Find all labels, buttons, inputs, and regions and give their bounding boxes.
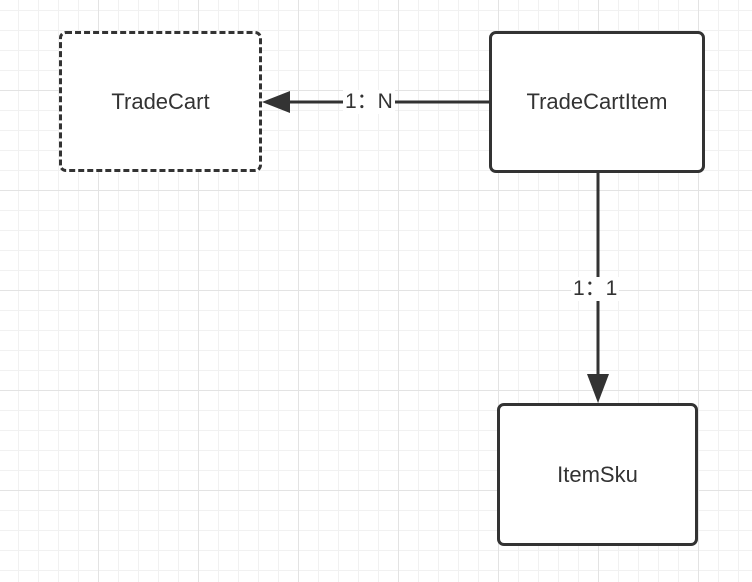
- edge-tradecartitem-to-tradecart-arrowhead: [262, 91, 290, 113]
- node-itemsku[interactable]: ItemSku: [497, 403, 698, 546]
- node-tradecart-label: TradeCart: [111, 88, 210, 114]
- node-tradecartitem[interactable]: TradeCartItem: [489, 31, 705, 173]
- node-tradecartitem-label: TradeCartItem: [526, 89, 668, 114]
- edge-label-one-to-one: 1：1: [571, 277, 620, 301]
- edge-label-one-to-many: 1：N: [343, 90, 395, 114]
- edge-tradecartitem-to-itemsku-arrowhead: [587, 374, 609, 403]
- node-itemsku-label: ItemSku: [557, 461, 638, 487]
- node-tradecart[interactable]: TradeCart: [59, 31, 262, 172]
